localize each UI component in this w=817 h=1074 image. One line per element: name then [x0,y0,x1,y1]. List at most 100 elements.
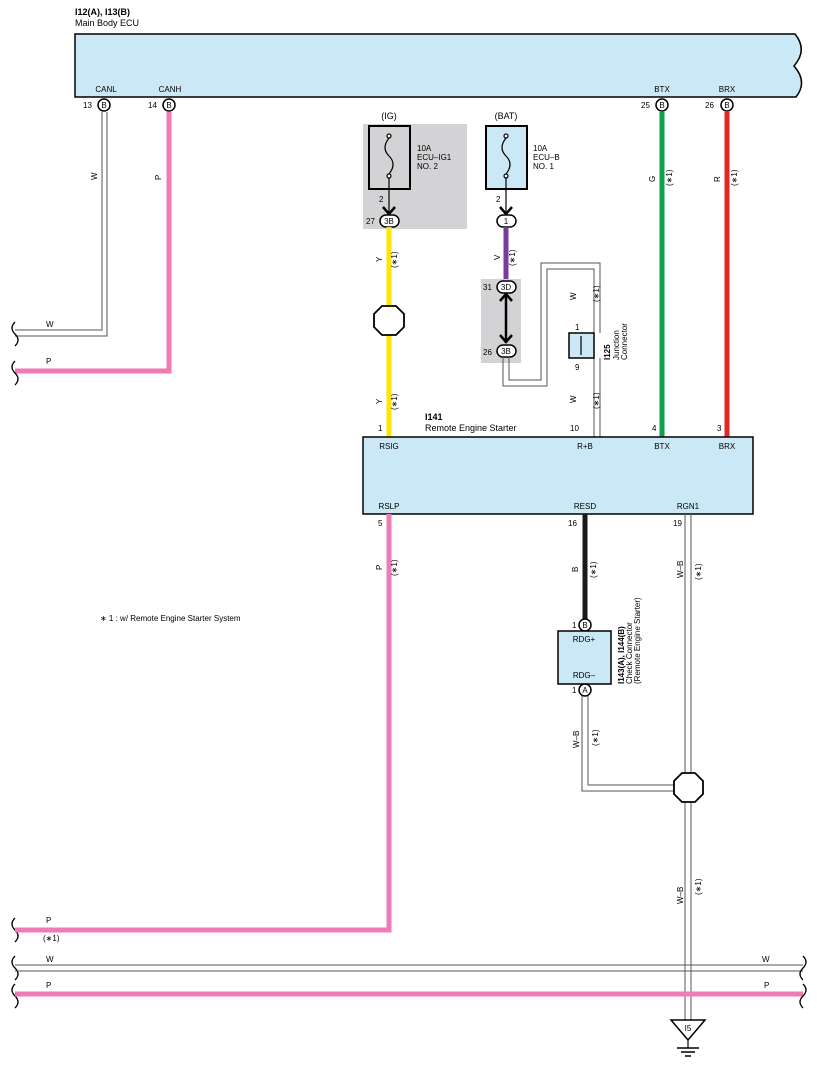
wire-rsig-option-bot: (∗1) [390,393,399,410]
wire-rsig-color-bot: Y [375,398,384,404]
wire-rslp-option: (∗1) [390,559,399,576]
fuse-bat-amp: 10A [533,144,548,153]
check-connector-sub: (Remote Engine Starter) [633,597,642,684]
fuse-ig-amp: 10A [417,144,432,153]
break-marks-right [799,955,807,1009]
wire-brx-color: R [713,176,722,182]
fuse-bat-no: NO. 1 [533,162,554,171]
starter-pin-rslp-label: RSLP [379,502,400,511]
wire-canh-color: P [154,175,163,180]
wire-canl-w [15,112,108,337]
junction-name-2: Connector [620,323,629,360]
junction-code: I125 [603,344,612,360]
wire-resd-color: B [571,567,580,572]
wire-bottom-w [15,964,803,972]
wire-rgn1-color-bot: W–B [676,887,685,904]
starter-pin-resd-label: RESD [574,502,596,511]
starter-pin-brx-label: BRX [719,442,736,451]
wire-rslp-color: P [375,565,384,570]
ecu-connector-btx: 25 B [641,98,669,112]
fuse-ig-arrow [382,206,396,216]
jb-connector-26-3b: 26 3B [483,344,517,358]
starter-pin-btx-num: 4 [652,424,657,433]
wire-rb-color-top: W [569,292,578,300]
starter-pin-btx-label: BTX [654,442,670,451]
svg-text:27: 27 [366,217,375,226]
starter-pin-resd-num: 16 [568,519,577,528]
jb-internal-link [499,292,513,344]
wire-rsig-option-top: (∗1) [390,251,399,268]
starter-pin-rb-num: 10 [570,424,579,433]
wire-btx-option: (∗1) [665,169,674,186]
jb-connector-27-3b: 27 3B [366,214,400,228]
ecu-connector-canh: 14 B [148,98,176,112]
wire-rgn1-option-top: (∗1) [694,563,703,580]
svg-text:B: B [659,101,664,110]
svg-text:3D: 3D [501,283,511,292]
starter-pin-rsig-num: 1 [378,424,383,433]
check-minus-num: 1 [572,686,577,695]
splice-octagon-wb [673,772,704,803]
wire-rdg-minus-option: (∗1) [591,729,600,746]
svg-text:B: B [101,101,106,110]
fuse-bat-connector: 1 [496,214,517,228]
wire-bottom-w-left: W [46,955,54,964]
svg-text:14: 14 [148,101,157,110]
starter-pin-rsig-label: RSIG [379,442,399,451]
wire-rgn1-color-top: W–B [676,561,685,578]
check-connector-a: A [578,683,592,697]
svg-text:3B: 3B [384,217,394,226]
wire-rb-w [502,262,601,437]
svg-text:13: 13 [83,101,92,110]
fuse-bat-pin: 2 [496,195,501,204]
wire-rb-option-top: (∗1) [592,285,601,302]
starter-pin-brx-num: 3 [717,424,722,433]
wire-canl-left-label: W [46,320,54,329]
check-connector-b: B [578,618,592,632]
wire-canl-color: W [90,172,99,180]
ecu-pin-canl-label: CANL [95,85,117,94]
remote-engine-starter-box [362,436,754,515]
starter-pin-rslp-num: 5 [378,519,383,528]
jb-connector-31-3d: 31 3D [483,280,517,294]
option-note: ∗ 1 : w/ Remote Engine Starter System [100,614,241,623]
wire-resd-option: (∗1) [589,561,598,578]
fuse-bat-arrow [499,206,513,216]
starter-name: Remote Engine Starter [425,423,517,433]
svg-text:A: A [582,686,588,695]
svg-text:B: B [724,101,729,110]
break-marks-left [11,321,19,1009]
ecu-connector-canl: 13 B [83,98,111,112]
wire-bat-option: (∗1) [508,249,517,266]
fuse-bat-name: ECU–B [533,153,560,162]
fuse-bat-symbol [501,133,511,189]
check-pin-plus-label: RDG+ [573,635,596,644]
junction-connector-i125 [568,332,595,359]
wire-rsig-color-top: Y [375,256,384,262]
fuse-ig-symbol [384,133,394,189]
svg-text:25: 25 [641,101,650,110]
fuse-ig-pin: 2 [379,195,384,204]
wire-rslp-p [15,514,392,933]
wire-btx-color: G [648,176,657,182]
starter-pin-rgn1-num: 19 [673,519,682,528]
starter-code: I141 [425,412,443,422]
check-pin-minus-label: RDG– [573,671,596,680]
main-body-ecu-box [74,33,803,98]
ecu-connector-brx: 26 B [705,98,734,112]
splice-octagon-y [373,305,405,336]
svg-text:B: B [166,101,171,110]
wire-canh-p [15,112,172,374]
check-connector-name: Check Connector [625,622,634,684]
ecu-pin-btx-label: BTX [654,85,670,94]
junction-pin-top: 1 [575,323,580,332]
wire-rb-option-bot: (∗1) [592,392,601,409]
wire-canh-left-label: P [46,357,51,366]
wire-rgn1-option-bot: (∗1) [694,878,703,895]
ecu-pin-canh-label: CANH [159,85,182,94]
wire-rslp-left-option: (∗1) [43,934,60,943]
check-connector-code: I143(A), I144(B) [617,626,626,684]
ground-symbol [669,1019,707,1057]
check-plus-num: 1 [572,621,577,630]
